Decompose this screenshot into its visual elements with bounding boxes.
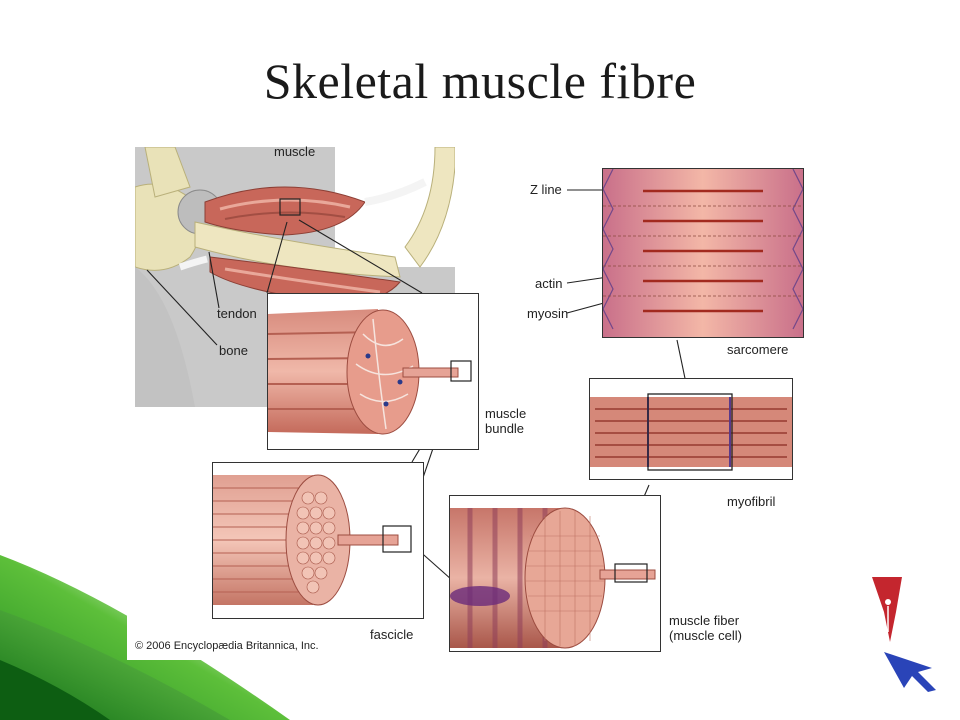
fascicle-panel	[212, 462, 424, 619]
label-myofibril: myofibril	[727, 494, 776, 509]
sarcomere-panel	[602, 168, 804, 338]
arm-illustration	[135, 147, 455, 407]
muscle-fiber-panel	[449, 495, 661, 652]
label-muscle-bundle: muscle bundle	[485, 406, 527, 436]
label-tendon: tendon	[217, 306, 257, 321]
label-muscle: muscle	[274, 144, 316, 159]
label-z-line: Z line	[530, 182, 562, 197]
label-fascicle: fascicle	[370, 627, 414, 642]
label-myosin: myosin	[527, 306, 569, 321]
label-bone: bone	[219, 343, 248, 358]
pen-nib-logo-icon	[872, 577, 936, 692]
muscle-structure-diagram: muscle tendon bone muscle bundle fascicl…	[127, 140, 817, 660]
copyright-notice: © 2006 Encyclopædia Britannica, Inc.	[135, 640, 319, 652]
label-sarcomere: sarcomere	[727, 342, 789, 357]
myofibril-panel	[589, 378, 793, 480]
label-muscle-fiber: muscle fiber (muscle cell)	[669, 613, 742, 643]
slide-title: Skeletal muscle fibre	[263, 53, 697, 109]
muscle-bundle-panel	[267, 293, 479, 450]
label-actin: actin	[535, 276, 563, 291]
